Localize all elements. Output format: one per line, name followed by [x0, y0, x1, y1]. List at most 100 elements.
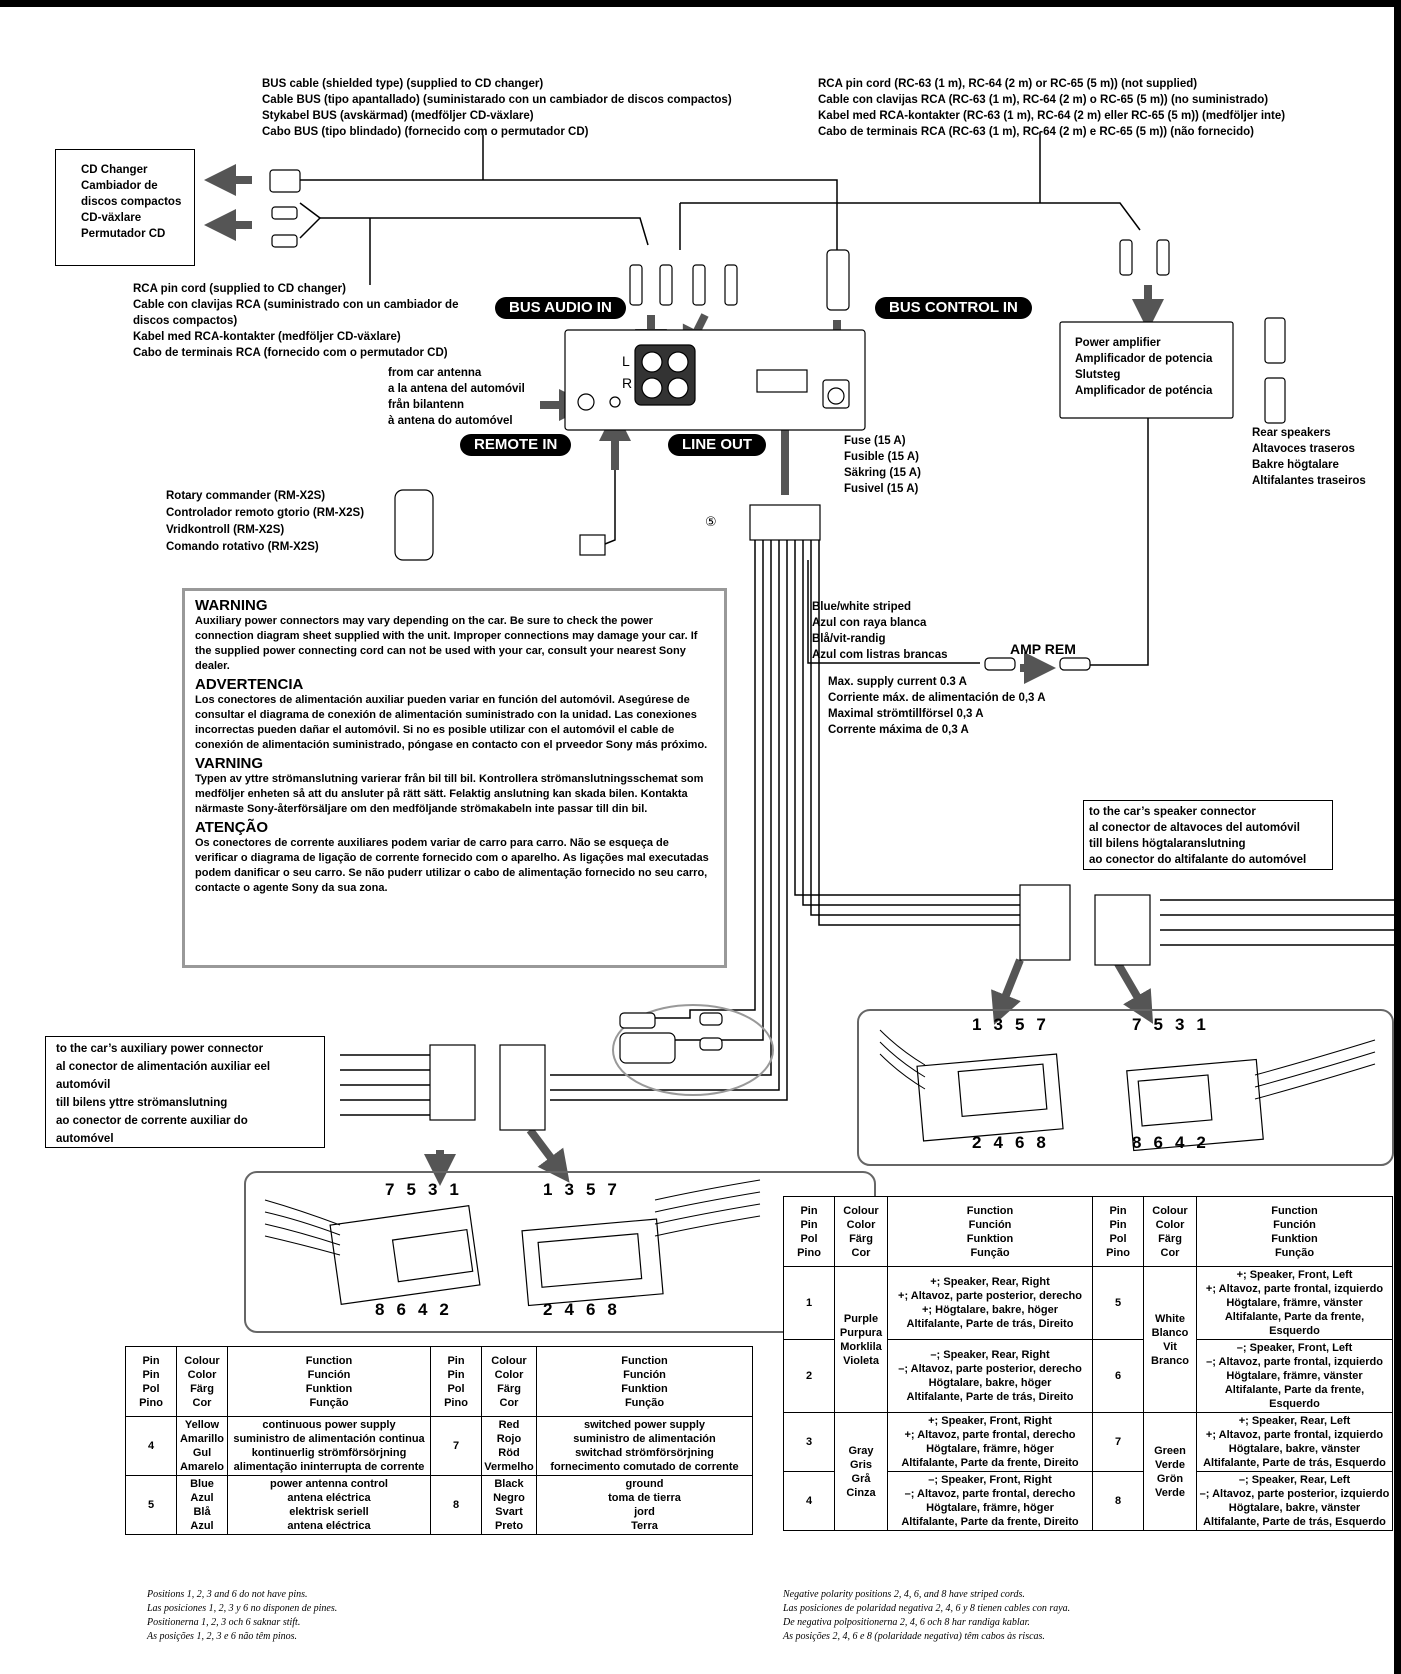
car-antenna-label: from car antenna a la antena del automóv…	[388, 365, 525, 429]
amp-sv: Slutsteg	[1075, 369, 1121, 381]
cd-changer-sv: CD-växlare	[81, 212, 142, 224]
max-sv: Maximal strömtillförsel 0,3 A	[828, 708, 984, 720]
rca-changer-en: RCA pin cord (supplied to CD changer)	[133, 283, 346, 295]
aux-connector-box: to the car’s auxiliary power connector a…	[45, 1036, 325, 1148]
rotary-es: Controlador remoto gtorio (RM-X2S)	[166, 507, 365, 519]
max-es: Corriente máx. de alimentación de 0,3 A	[828, 692, 1046, 704]
antenna-sv: från bilantenn	[388, 399, 465, 411]
pin-label: 4	[1174, 1133, 1185, 1152]
pin-label: 7	[1036, 1015, 1046, 1034]
max-en: Max. supply current 0.3 A	[828, 676, 967, 688]
fuse-en: Fuse (15 A)	[844, 435, 906, 447]
pin-cell: 8	[430, 1475, 482, 1535]
amp-en: Power amplifier	[1075, 337, 1161, 349]
warning-title-es: ADVERTENCIA	[195, 676, 304, 693]
aux-es2: automóvil	[56, 1079, 111, 1091]
note-left: Positions 1, 2, 3 and 6 do not have pins…	[147, 1588, 337, 1644]
pin-label: 3	[1174, 1015, 1185, 1034]
cd-changer-es2: discos compactos	[81, 196, 182, 208]
remote-in-badge: REMOTE IN	[460, 434, 572, 456]
rca-top-line-en: RCA pin cord (RC-63 (1 m), RC-64 (2 m) o…	[818, 78, 1198, 90]
fuse-label: Fuse (15 A) Fusible (15 A) Säkring (15 A…	[844, 433, 921, 497]
antenna-en: from car antenna	[388, 367, 482, 379]
rca-cord-top-label: RCA pin cord (RC-63 (1 m), RC-64 (2 m) o…	[818, 76, 1285, 140]
pin-label: 1	[972, 1015, 982, 1034]
pin-label: 6	[1014, 1133, 1025, 1152]
bus-control-in-badge: BUS CONTROL IN	[875, 297, 1032, 319]
aux-pt2: automóvel	[56, 1133, 114, 1145]
pin-label: 2	[543, 1300, 553, 1319]
function-cell: +; Speaker, Front, Right+; Altavoz, part…	[887, 1412, 1093, 1472]
bus-cable-line-pt: Cabo BUS (tipo blindado) (fornecido com …	[262, 126, 589, 138]
line-out-badge: LINE OUT	[668, 434, 766, 456]
aux-pt1: ao conector de corrente auxiliar do	[56, 1115, 248, 1127]
max-pt: Corrente máxima de 0,3 A	[828, 724, 969, 736]
pin-label: 7	[385, 1180, 395, 1199]
pin-label: 2	[972, 1133, 982, 1152]
note-right-pt: As posições 2, 4, 6 e 8 (polaridade nega…	[783, 1631, 1045, 1642]
note-left-pt: As posições 1, 2, 3 e 6 não têm pinos.	[147, 1631, 297, 1642]
pin-cell: 7	[1092, 1412, 1144, 1472]
function-cell: –; Speaker, Rear, Right–; Altavoz, parte…	[887, 1339, 1093, 1413]
rotary-en: Rotary commander (RM-X2S)	[166, 490, 326, 502]
bus-cable-label: BUS cable (shielded type) (supplied to C…	[262, 76, 732, 140]
fuse-es: Fusible (15 A)	[844, 451, 919, 463]
amp-es: Amplificador de potencia	[1075, 353, 1213, 365]
pin-label: 1	[543, 1180, 553, 1199]
rear-es: Altavoces traseros	[1252, 443, 1355, 455]
antenna-pt: à antena do automóvel	[388, 415, 513, 427]
note-right-es: Las posiciones de polaridad negativa 2, …	[783, 1603, 1071, 1614]
note-left-en: Positions 1, 2, 3 and 6 do not have pins…	[147, 1589, 308, 1600]
r-label: R	[622, 375, 633, 391]
note-left-sv: Positionerna 1, 2, 3 och 6 saknar stift.	[147, 1617, 301, 1628]
warning-text-en: Auxiliary power connectors may vary depe…	[195, 615, 698, 672]
fuse-pt: Fusivel (15 A)	[844, 483, 919, 495]
pin-label: 7	[1132, 1015, 1142, 1034]
pin-label: 8	[375, 1300, 385, 1319]
rear-pt: Altifalantes traseiros	[1252, 475, 1366, 487]
table-row: 4 –; Speaker, Front, Right–; Altavoz, pa…	[783, 1471, 1393, 1531]
pin-label: 4	[564, 1300, 574, 1319]
pin-label: 4	[417, 1300, 428, 1319]
note-right-en: Negative polarity positions 2, 4, 6, and…	[783, 1589, 1025, 1600]
pin-label: 5	[1014, 1015, 1025, 1034]
aux-connector-label: to the car’s auxiliary power connector a…	[56, 1040, 324, 1148]
pin-cell: 2	[783, 1339, 835, 1413]
pin-cell: 7	[430, 1416, 482, 1476]
aux-en: to the car’s auxiliary power connector	[56, 1043, 264, 1055]
rca-changer-pt: Cabo de terminais RCA (fornecido com o p…	[133, 347, 448, 359]
cd-changer-en: CD Changer	[81, 164, 148, 176]
pin-label: 6	[396, 1300, 406, 1319]
pin-label: 8	[1036, 1133, 1046, 1152]
bw-pt: Azul com listras brancas	[812, 649, 948, 661]
